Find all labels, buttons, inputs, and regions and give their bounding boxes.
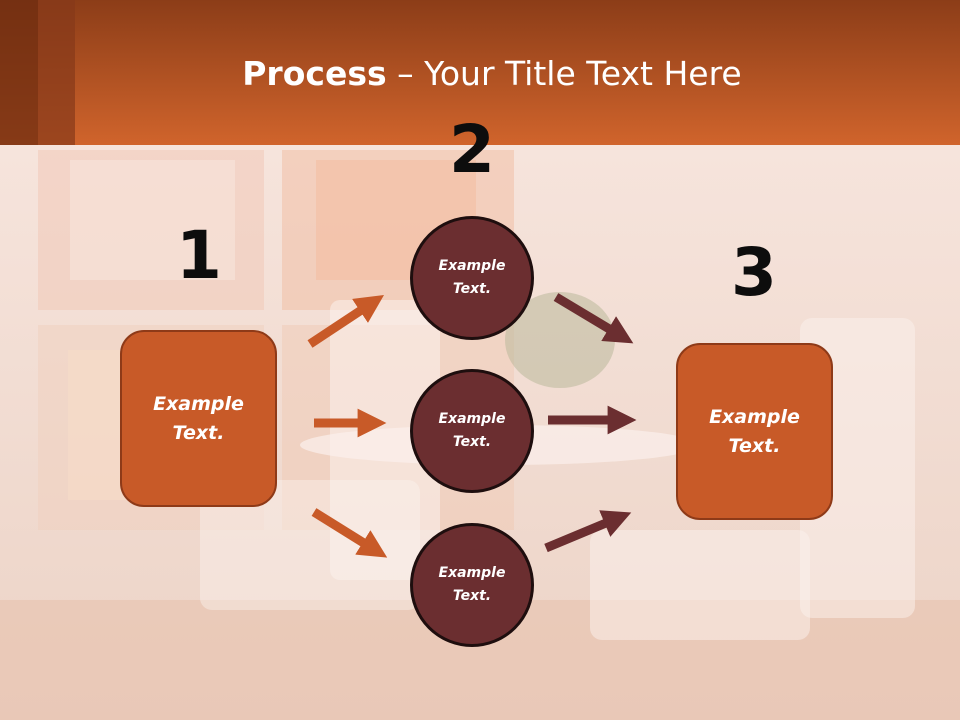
slide-title: Process – Your Title Text Here bbox=[0, 52, 960, 96]
process-circle-1: Example Text. bbox=[410, 216, 534, 340]
title-rest: – Your Title Text Here bbox=[386, 54, 742, 93]
process-box-left-text: Example Text. bbox=[153, 392, 244, 444]
step-number-2: 2 bbox=[449, 111, 495, 188]
arrow-from-circle-1 bbox=[553, 293, 634, 344]
process-box-right: Example Text. bbox=[676, 343, 833, 520]
process-circle-2: Example Text. bbox=[410, 369, 534, 493]
process-circle-1-text: Example Text. bbox=[438, 258, 506, 297]
process-box-left: Example Text. bbox=[120, 330, 277, 507]
title-bold: Process bbox=[242, 54, 387, 93]
process-circle-2-text: Example Text. bbox=[438, 411, 506, 450]
process-circle-3: Example Text. bbox=[410, 523, 534, 647]
arrow-to-circle-1 bbox=[307, 295, 385, 348]
arrow-to-circle-3 bbox=[311, 508, 388, 558]
step-number-1: 1 bbox=[176, 217, 222, 294]
arrow-from-circle-3 bbox=[544, 510, 632, 553]
process-circle-3-text: Example Text. bbox=[438, 565, 506, 604]
process-box-right-text: Example Text. bbox=[709, 405, 800, 457]
step-number-3: 3 bbox=[731, 234, 777, 311]
